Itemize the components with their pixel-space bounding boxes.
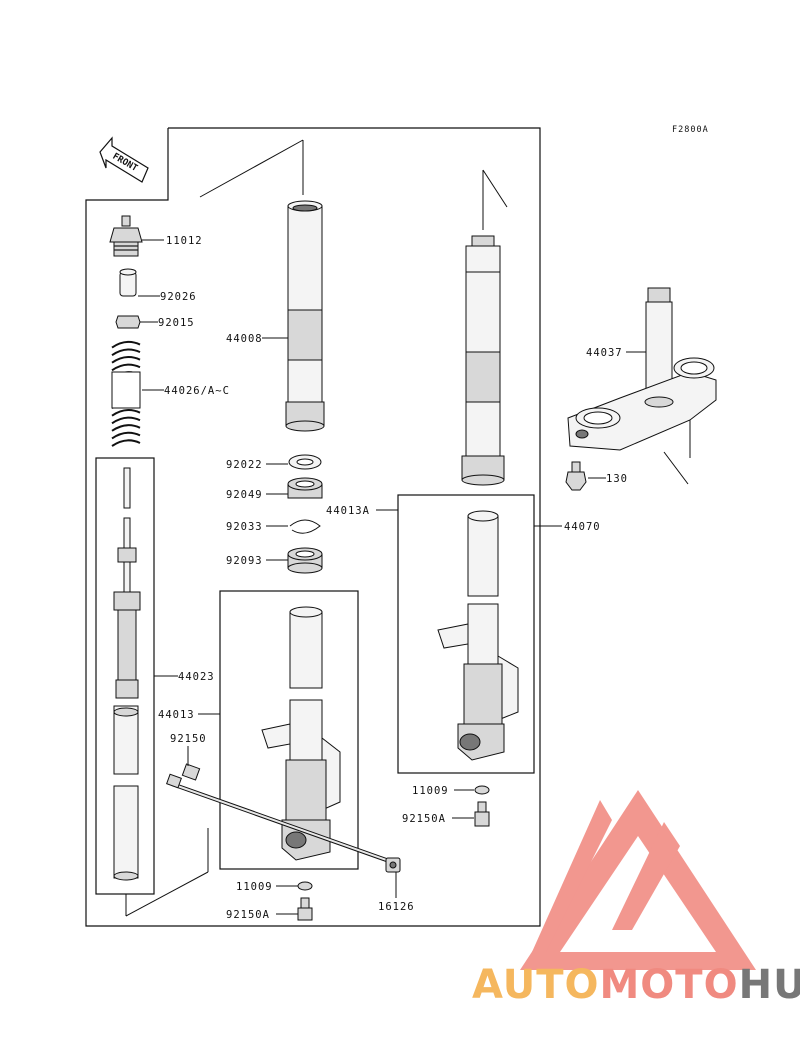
label-44013a: 44013A xyxy=(326,505,370,517)
part-44013a-outer-tube xyxy=(437,510,519,761)
spring-coil xyxy=(111,439,141,447)
part-92033-retaining-ring xyxy=(289,519,321,534)
part-11009-gasket-right xyxy=(474,785,490,795)
part-44013-outer-tube xyxy=(261,606,341,861)
label-44037: 44037 xyxy=(586,347,623,359)
part-44026-spring xyxy=(111,340,141,447)
box-44013 xyxy=(219,590,359,870)
label-11012: 11012 xyxy=(166,235,203,247)
label-44026: 44026/A~C xyxy=(164,385,230,397)
label-92150a-lower: 92150A xyxy=(226,909,270,921)
label-130: 130 xyxy=(606,473,628,485)
figure-code: F2800A xyxy=(672,125,709,135)
part-11012-cap-bolt xyxy=(109,215,143,257)
part-92150a-bolt-right xyxy=(474,801,490,827)
watermark-part1: AUTO xyxy=(472,962,600,1008)
spring-coil xyxy=(111,356,141,364)
part-44008-inner-tube xyxy=(285,200,325,432)
watermark-part3: HUB xyxy=(739,962,800,1008)
part-16126-bolt xyxy=(385,857,401,873)
label-92150a-right: 92150A xyxy=(402,813,446,825)
spring-coil xyxy=(111,348,141,356)
label-44023: 44023 xyxy=(178,671,215,683)
spring-coil xyxy=(111,424,141,432)
part-44023-damper-rod xyxy=(113,467,141,881)
part-92022-washer xyxy=(288,454,322,470)
part-92015-nut xyxy=(115,315,141,329)
spring-coil xyxy=(111,409,141,417)
watermark-part2: MOTO xyxy=(600,962,739,1008)
label-92015: 92015 xyxy=(158,317,195,329)
front-arrow-icon: FRONT xyxy=(99,136,149,183)
part-92049-oil-seal xyxy=(287,477,323,499)
part-92150a-bolt xyxy=(297,897,313,921)
part-92026-collar xyxy=(119,268,137,297)
label-92026: 92026 xyxy=(160,291,197,303)
label-11009-lower: 11009 xyxy=(236,881,273,893)
assembly-frame xyxy=(85,127,541,927)
watermark-text: AUTOMOTOHUB xyxy=(472,962,800,1008)
label-92150: 92150 xyxy=(170,733,207,745)
part-44037-steering-stem xyxy=(567,287,717,451)
label-92093: 92093 xyxy=(226,555,263,567)
spring-coil xyxy=(111,431,141,440)
label-44013: 44013 xyxy=(158,709,195,721)
part-92150-axle-bolt xyxy=(166,763,393,864)
label-44008: 44008 xyxy=(226,333,263,345)
part-130-bolt xyxy=(565,461,587,491)
label-92022: 92022 xyxy=(226,459,263,471)
spring-coil xyxy=(111,416,141,425)
spring-gap xyxy=(111,371,141,409)
watermark-logo xyxy=(520,790,756,970)
spring-coil xyxy=(111,340,141,349)
label-16126: 16126 xyxy=(378,901,415,913)
box-44013a xyxy=(397,494,535,774)
label-92033: 92033 xyxy=(226,521,263,533)
part-11009-gasket xyxy=(297,881,313,891)
part-92093-dust-seal xyxy=(287,547,323,574)
label-11009-right: 11009 xyxy=(412,785,449,797)
label-44070: 44070 xyxy=(564,521,601,533)
part-44070-fork-assembly xyxy=(461,235,505,486)
label-92049: 92049 xyxy=(226,489,263,501)
spring-coil xyxy=(111,363,141,372)
